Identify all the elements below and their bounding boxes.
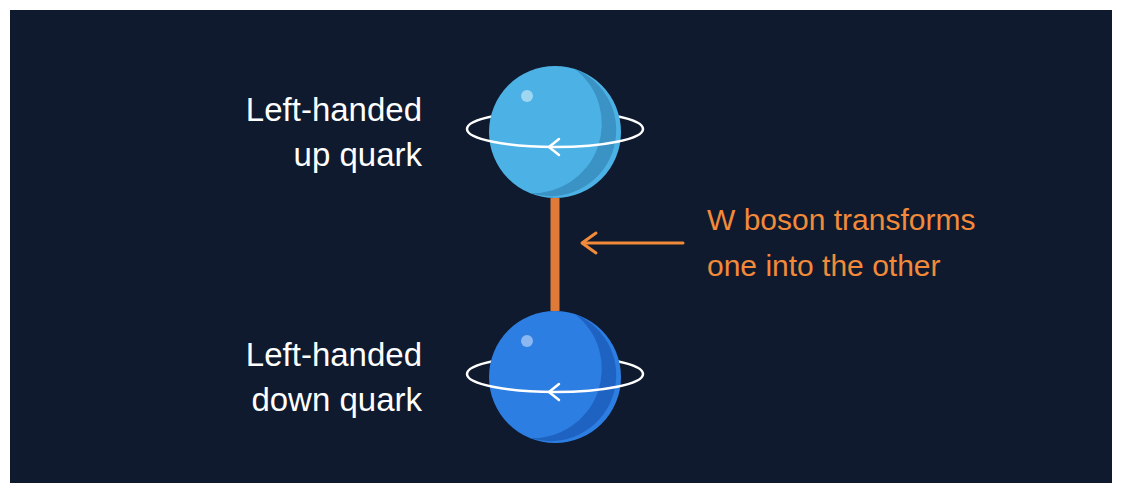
sphere-shade — [530, 314, 616, 441]
quark-node: Left-handed up quark — [190, 57, 650, 207]
quark-sphere — [465, 57, 645, 207]
quark-sphere — [465, 302, 645, 452]
leader-arrow — [582, 233, 683, 253]
quark-label: Left-handed down quark — [222, 332, 422, 422]
spin-ring-front — [467, 374, 643, 392]
quark-node: Left-handed down quark — [190, 302, 650, 452]
w-boson-link — [551, 198, 560, 311]
callout-label: W boson transforms one into the other — [707, 197, 1007, 289]
dark-panel — [10, 10, 1112, 483]
sphere-highlight — [521, 90, 533, 102]
spin-ring-front — [467, 129, 643, 147]
sphere-body — [489, 311, 621, 443]
sphere-body — [489, 66, 621, 198]
spin-arrow — [549, 384, 559, 400]
sphere-highlight — [521, 335, 533, 347]
sphere-shade — [530, 69, 616, 196]
quark-label: Left-handed up quark — [222, 87, 422, 177]
spin-arrow — [549, 139, 559, 155]
